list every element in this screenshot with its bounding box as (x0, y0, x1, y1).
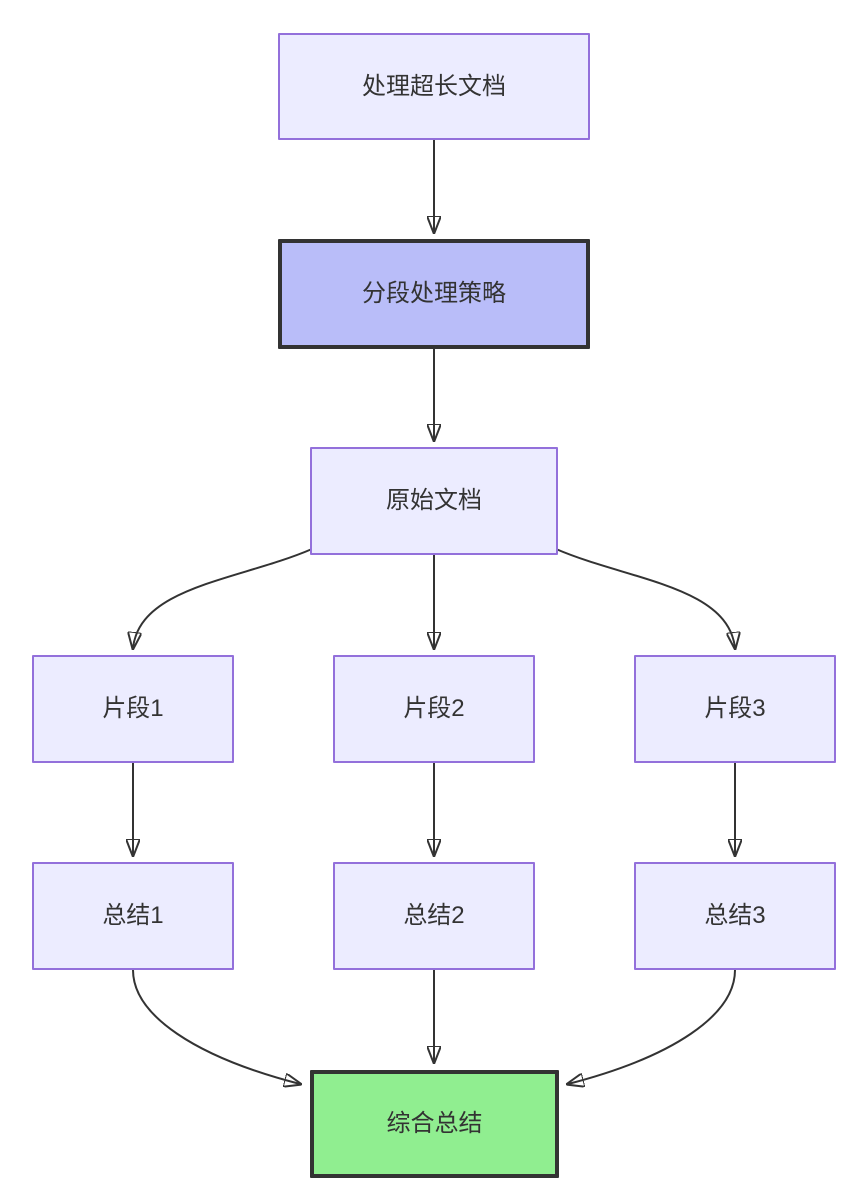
node-summary2: 总结2 (333, 862, 535, 970)
node-fragment1-label: 片段1 (102, 695, 164, 723)
node-summary1: 总结1 (32, 862, 234, 970)
node-source-label: 原始文档 (386, 487, 482, 515)
edge-summary3-final (568, 969, 736, 1084)
node-summary3-label: 总结3 (704, 902, 766, 930)
node-start-label: 处理超长文档 (362, 72, 506, 100)
node-summary2-label: 总结2 (403, 902, 465, 930)
node-fragment1: 片段1 (32, 655, 234, 763)
node-fragment2-label: 片段2 (403, 695, 465, 723)
node-summary1-label: 总结1 (102, 902, 164, 930)
node-fragment2: 片段2 (333, 655, 535, 763)
node-final: 综合总结 (310, 1070, 559, 1178)
node-summary3: 总结3 (634, 862, 836, 970)
node-strategy-label: 分段处理策略 (362, 280, 506, 308)
edge-source-fragment1 (133, 548, 313, 648)
node-fragment3-label: 片段3 (704, 695, 766, 723)
node-final-label: 综合总结 (386, 1110, 483, 1138)
edge-summary1-final (132, 969, 300, 1084)
node-strategy: 分段处理策略 (278, 239, 590, 349)
node-start: 处理超长文档 (278, 33, 590, 140)
node-fragment3: 片段3 (634, 655, 836, 763)
edge-source-fragment3 (555, 548, 735, 648)
node-source: 原始文档 (310, 447, 558, 555)
